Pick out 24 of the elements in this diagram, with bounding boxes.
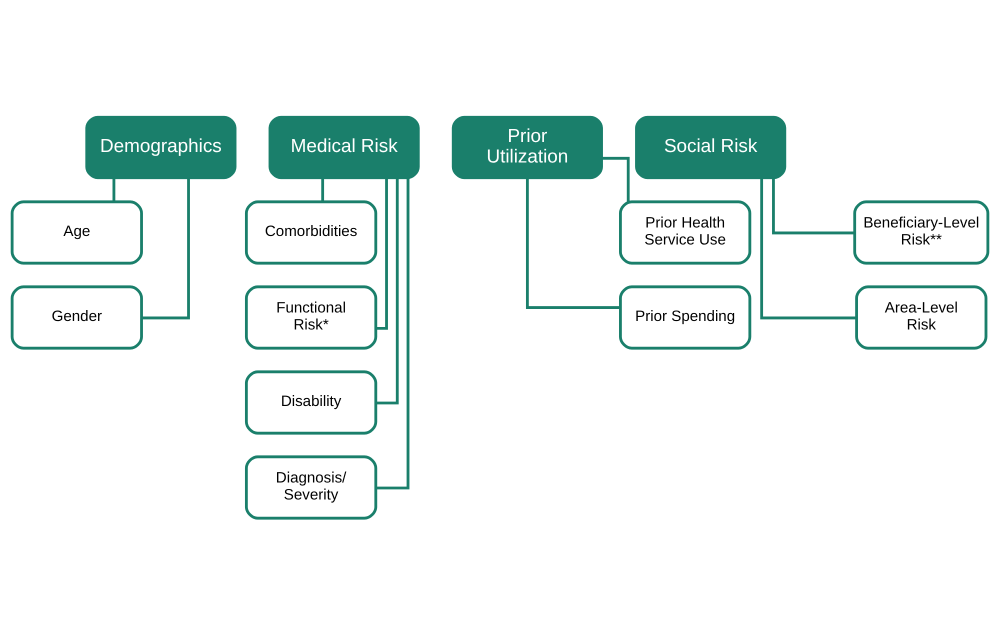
- connector: [376, 178, 388, 330]
- node-box: Medical Risk: [268, 116, 420, 180]
- node-box: Gender: [10, 285, 143, 350]
- connector: [602, 156, 630, 202]
- connector: [321, 178, 324, 202]
- connector: [526, 178, 620, 309]
- node-box: Area-Level Risk: [855, 285, 988, 350]
- connector: [772, 178, 854, 234]
- node-box: Social Risk: [635, 116, 786, 180]
- node-box: Age: [10, 200, 143, 265]
- connector: [376, 178, 410, 490]
- connector: [760, 178, 856, 320]
- connector: [112, 178, 116, 202]
- connector: [376, 178, 399, 404]
- node-box: Prior Health Service Use: [619, 200, 752, 265]
- node-box: Prior Utilization: [452, 116, 603, 180]
- node-box: Disability: [244, 370, 378, 435]
- node-box: Comorbidities: [244, 200, 378, 265]
- connector: [142, 178, 190, 320]
- node-box: Functional Risk*: [244, 285, 378, 350]
- node-box: Diagnosis/ Severity: [244, 455, 378, 520]
- node-box: Beneficiary-Level Risk**: [853, 200, 990, 265]
- node-box: Prior Spending: [619, 285, 752, 350]
- node-box: Demographics: [85, 116, 236, 180]
